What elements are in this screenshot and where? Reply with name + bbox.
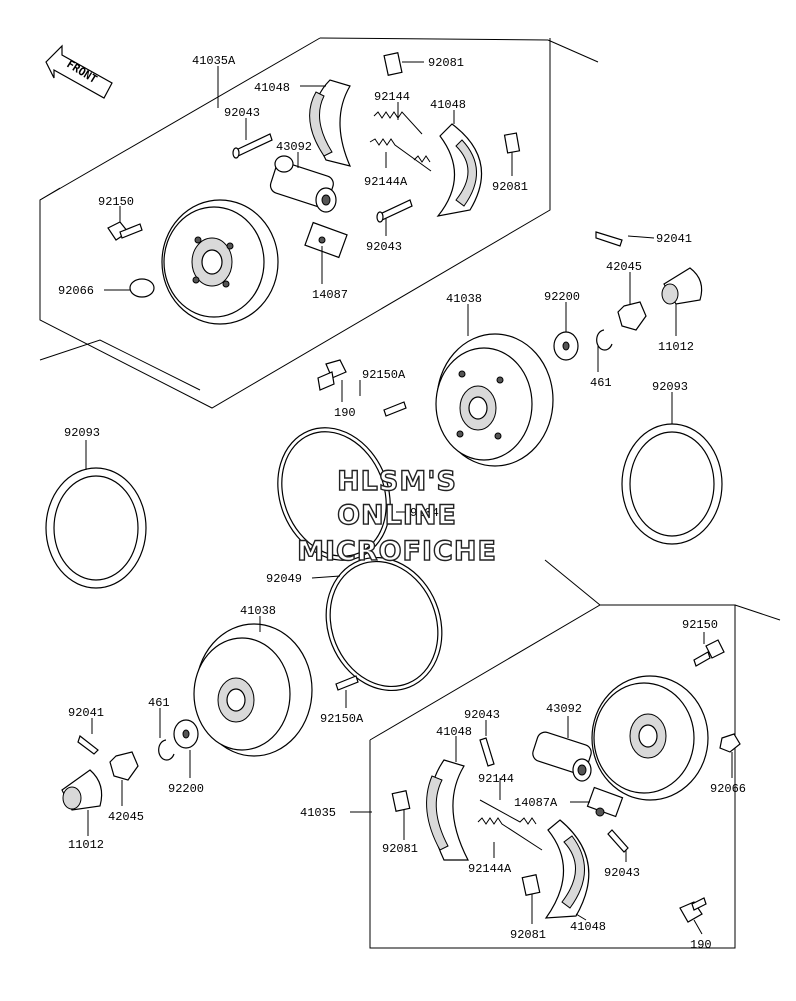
- part-label-92043: 92043: [366, 240, 402, 254]
- pin-92041-upper: [595, 231, 623, 247]
- bolt-190-lower: [679, 897, 707, 923]
- part-label-92043: 92043: [604, 866, 640, 880]
- leader-lines: [85, 61, 733, 935]
- wheel-cylinder-lower: [532, 731, 592, 782]
- cap-11012-lower: [61, 769, 103, 811]
- brake-shoe-upper-right: [436, 123, 483, 217]
- part-label-92093: 92093: [64, 426, 100, 440]
- nut-42045-upper: [617, 301, 647, 331]
- part-label-92200: 92200: [168, 782, 204, 796]
- springs-upper: [369, 111, 432, 172]
- watermark-line-2: ONLINE: [337, 500, 457, 531]
- pin-92041-lower: [77, 735, 99, 755]
- drum-hub-upper: [435, 333, 554, 467]
- plate-14087: [304, 221, 348, 259]
- nut-42045-lower: [109, 751, 139, 781]
- watermark-line-1: HLSM'S: [337, 466, 457, 497]
- ring-461-lower: [158, 739, 175, 761]
- part-label-92144: 92144: [374, 90, 410, 104]
- bolt-92150A-lower: [335, 675, 359, 691]
- part-label-461: 461: [148, 696, 170, 710]
- part-label-92144A: 92144A: [364, 175, 408, 189]
- bolt-92150-lower: [693, 639, 725, 667]
- part-label-92150: 92150: [98, 195, 134, 209]
- part-label-42045: 42045: [606, 260, 642, 274]
- part-label-11012: 11012: [68, 838, 104, 852]
- part-label-92144: 92144: [478, 772, 514, 786]
- part-label-41038: 41038: [240, 604, 276, 618]
- part-label-92150A: 92150A: [320, 712, 364, 726]
- watermark: HLSM'S ONLINE MICROFICHE: [296, 465, 497, 567]
- o-ring-92049-upper: [277, 427, 391, 561]
- watermark-line-3: MICROFICHE: [297, 536, 497, 567]
- cap-11012-upper: [661, 267, 703, 305]
- part-label-92049: 92049: [410, 506, 446, 520]
- bolt-92150-upper: [107, 221, 143, 241]
- o-ring-92049-lower: [325, 556, 443, 692]
- plug-92066-upper: [129, 278, 155, 298]
- part-label-92066: 92066: [58, 284, 94, 298]
- part-label-92150A: 92150A: [362, 368, 406, 382]
- part-label-92043: 92043: [464, 708, 500, 722]
- brake-shoe-lower-left: [426, 759, 469, 861]
- part-label-92081: 92081: [510, 928, 546, 942]
- part-label-190: 190: [334, 406, 356, 420]
- part-label-41048: 41048: [570, 920, 606, 934]
- springs-lower: [477, 799, 543, 851]
- wheel-cylinder-upper: [269, 155, 337, 213]
- part-label-14087A: 14087A: [514, 796, 558, 810]
- drum-hub-lower: [193, 623, 313, 757]
- part-label-190: 190: [690, 938, 712, 952]
- brake-shoe-lower-right: [544, 819, 590, 919]
- part-label-92081: 92081: [492, 180, 528, 194]
- part-label-14087: 14087: [312, 288, 348, 302]
- backing-plate-lower: [591, 675, 709, 801]
- plate-14087A: [586, 786, 624, 818]
- part-label-41048: 41048: [436, 725, 472, 739]
- part-label-92081: 92081: [428, 56, 464, 70]
- part-label-92041: 92041: [656, 232, 692, 246]
- part-label-92043: 92043: [224, 106, 260, 120]
- part-label-43092: 43092: [276, 140, 312, 154]
- part-label-461: 461: [590, 376, 612, 390]
- front-arrow-icon: FRONT: [45, 44, 113, 99]
- pins-lower: [479, 737, 629, 853]
- part-label-41048: 41048: [430, 98, 466, 112]
- plug-92066-lower: [719, 733, 741, 753]
- seal-92093-right: [621, 423, 723, 545]
- part-label-43092: 43092: [546, 702, 582, 716]
- part-label-92200: 92200: [544, 290, 580, 304]
- backing-plate-upper: [161, 199, 279, 325]
- part-label-41035A: 41035A: [192, 54, 236, 68]
- lower-assembly-outline: [369, 559, 781, 949]
- part-label-92081: 92081: [382, 842, 418, 856]
- part-label-41038: 41038: [446, 292, 482, 306]
- part-labels: 41035A 41048 92081 92043 92144 41048 430…: [58, 54, 746, 952]
- part-label-92150: 92150: [682, 618, 718, 632]
- clip-92081-lower: [391, 790, 541, 896]
- bolt-92150A-upper: [383, 401, 407, 417]
- part-label-92066: 92066: [710, 782, 746, 796]
- pins-upper: [232, 133, 413, 223]
- clip-92081-upper: [383, 52, 521, 154]
- part-label-42045: 42045: [108, 810, 144, 824]
- brake-shoe-upper-left: [309, 79, 352, 167]
- upper-assembly-outline: [39, 37, 599, 409]
- ring-461-upper: [596, 329, 613, 351]
- washer-92200-upper: [553, 331, 579, 361]
- seal-92093-left: [45, 467, 147, 589]
- part-label-92144A: 92144A: [468, 862, 512, 876]
- part-label-41035: 41035: [300, 806, 336, 820]
- bolt-190-upper: [317, 359, 347, 391]
- washer-92200-lower: [173, 719, 199, 749]
- part-label-92093: 92093: [652, 380, 688, 394]
- part-label-41048: 41048: [254, 81, 290, 95]
- part-label-92041: 92041: [68, 706, 104, 720]
- part-label-92049: 92049: [266, 572, 302, 586]
- part-label-11012: 11012: [658, 340, 694, 354]
